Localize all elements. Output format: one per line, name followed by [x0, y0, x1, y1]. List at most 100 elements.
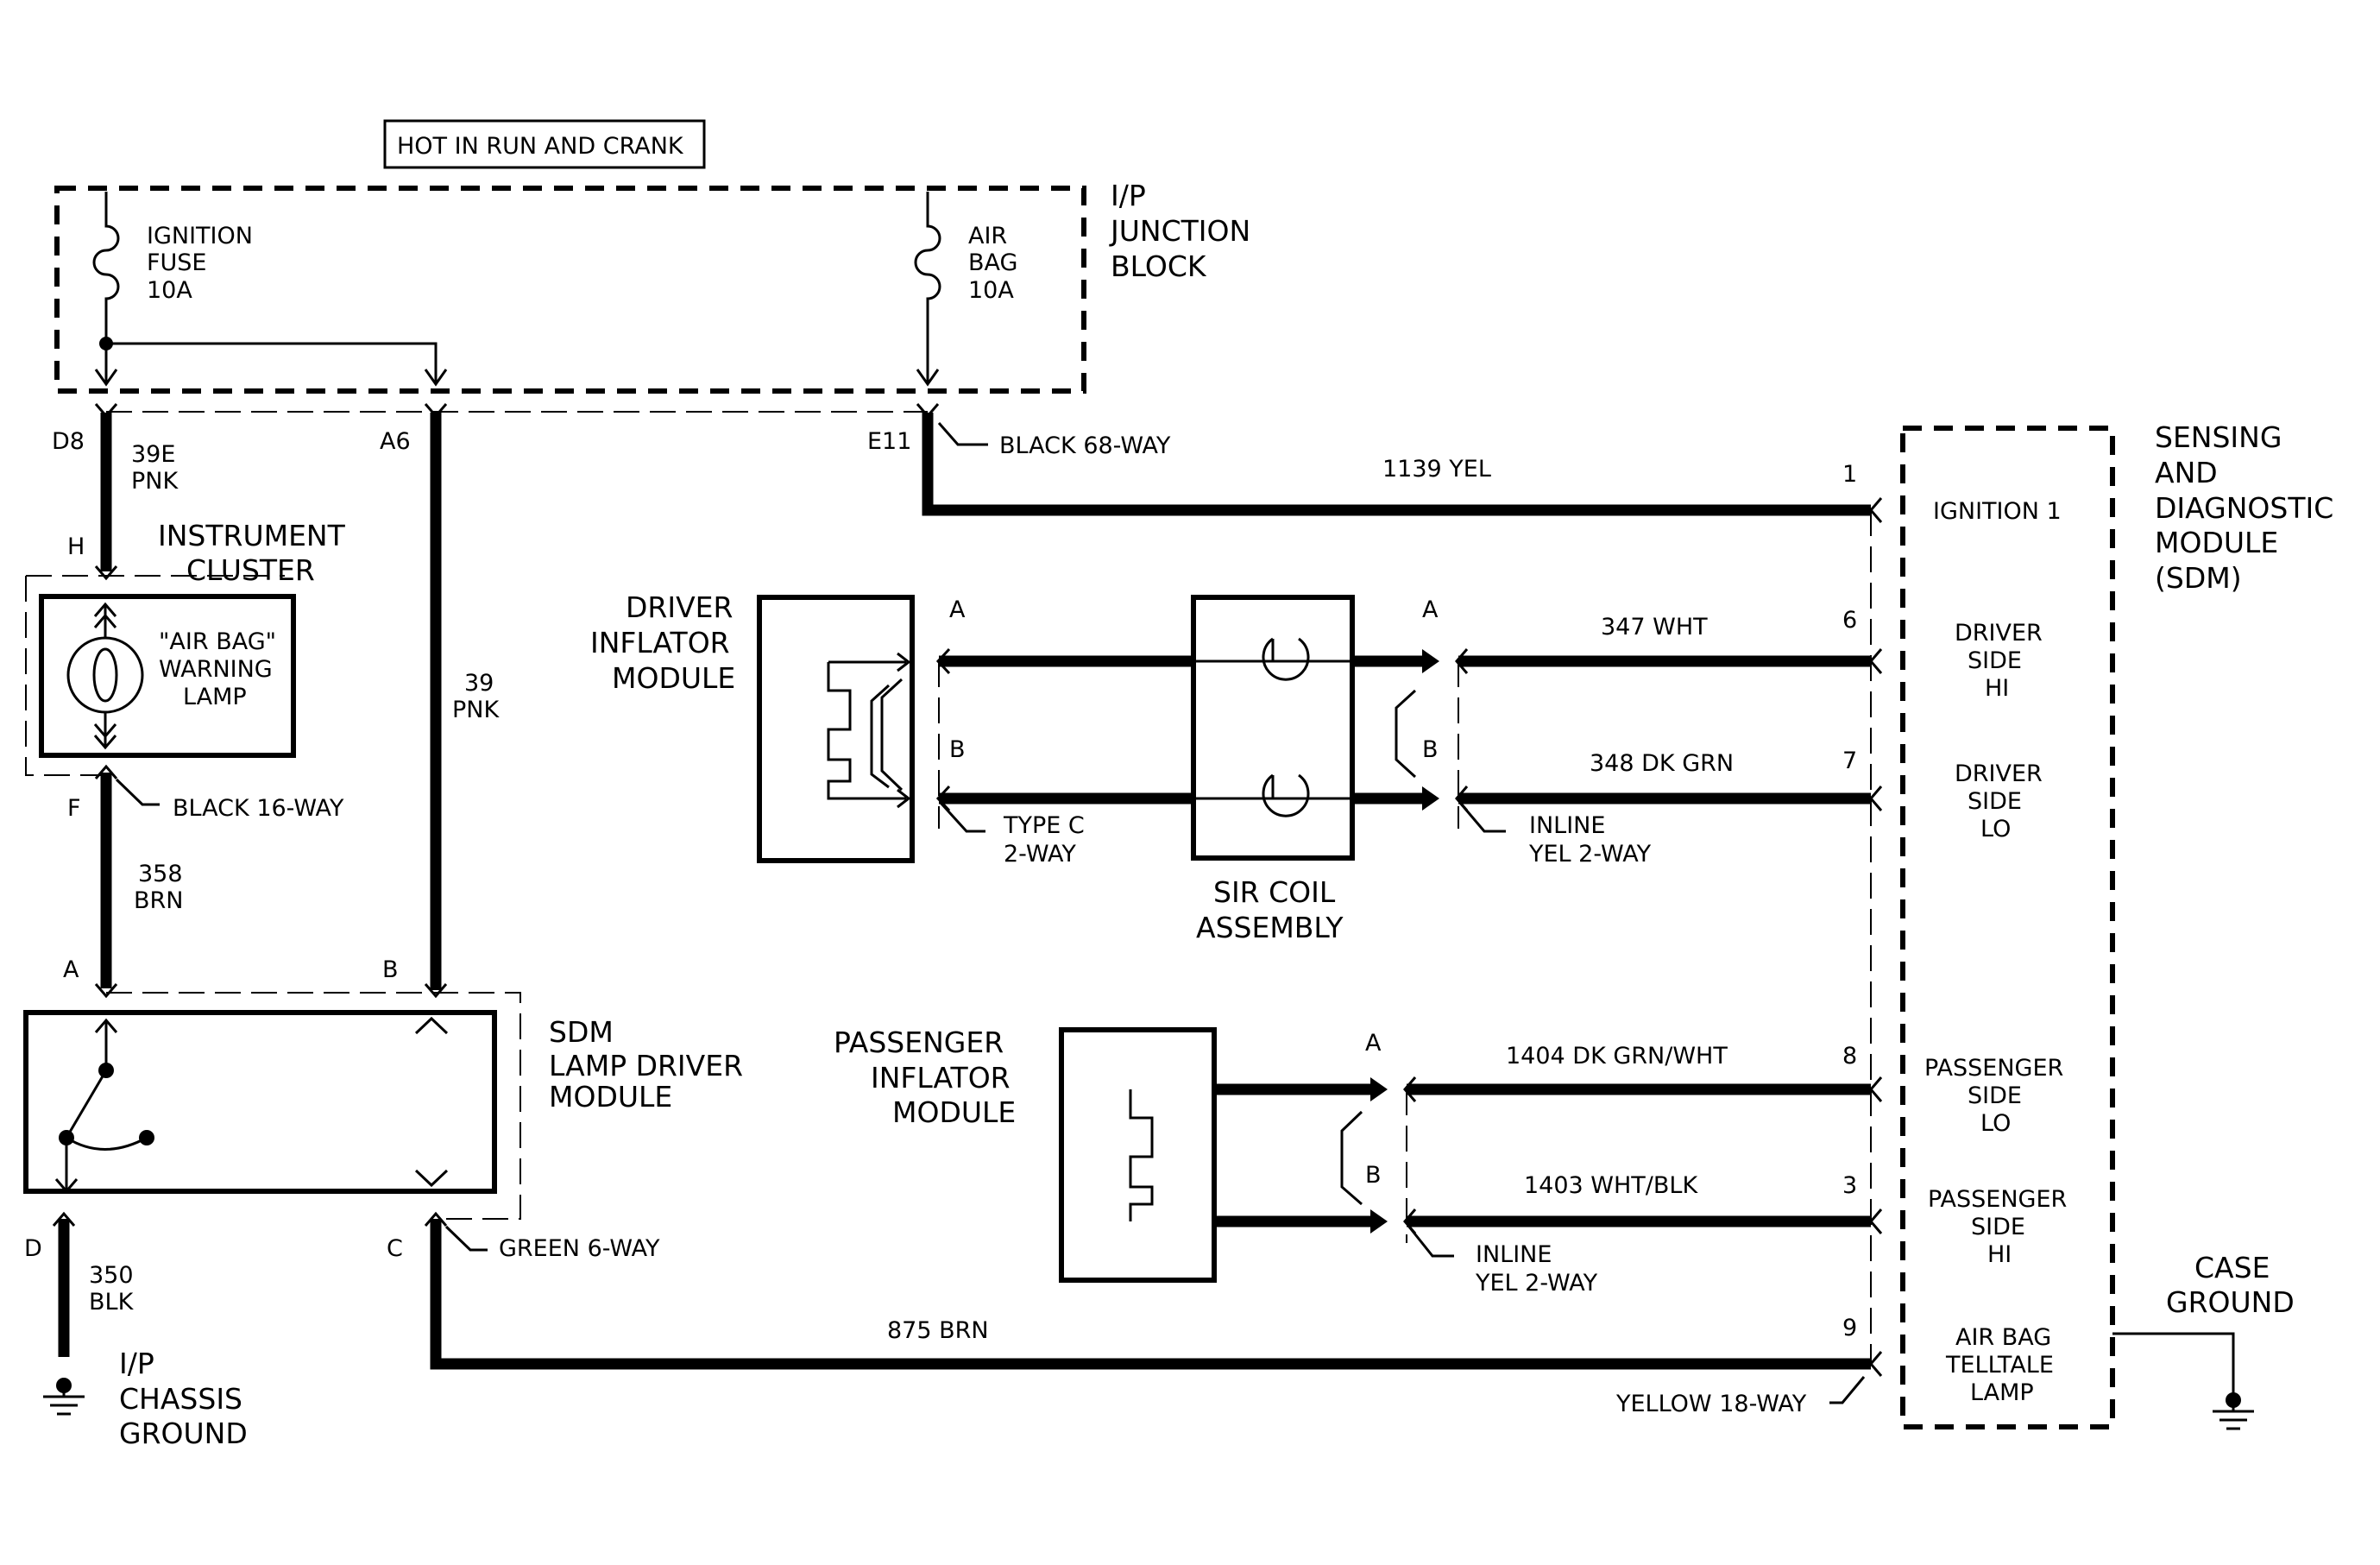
svg-text:INFLATOR: INFLATOR: [590, 626, 730, 659]
airbag-fuse-label: AIR BAG 10A: [968, 223, 1017, 304]
svg-text:PASSENGER: PASSENGER: [1924, 1055, 2063, 1082]
cluster-outline: [25, 575, 285, 776]
svg-text:39E: 39E: [131, 441, 175, 468]
sdm-title: SENSING AND DIAGNOSTIC MODULE (SDM): [2155, 420, 2333, 595]
wire-875-label: 875 BRN: [887, 1317, 989, 1344]
svg-text:BLOCK: BLOCK: [1111, 249, 1207, 283]
svg-text:9: 9: [1842, 1315, 1857, 1341]
svg-text:SIDE: SIDE: [1968, 647, 2022, 674]
wire-39-label: 39 PNK: [452, 670, 500, 723]
junction-block-outline: [54, 186, 1086, 394]
black-16way-label: BLACK 16-WAY: [173, 795, 344, 822]
svg-text:HI: HI: [1985, 675, 2009, 702]
sir-coil-title: SIR COIL ASSEMBLY: [1196, 875, 1344, 944]
pin-h: H: [67, 533, 85, 560]
lamp-driver-top-pins: [94, 983, 448, 999]
svg-text:350: 350: [89, 1262, 134, 1289]
pin-b-coil: B: [1422, 736, 1439, 763]
svg-text:3: 3: [1842, 1172, 1857, 1199]
case-ground-label: CASE GROUND: [2166, 1251, 2295, 1319]
svg-text:DRIVER: DRIVER: [626, 590, 733, 624]
svg-text:CHASSIS: CHASSIS: [119, 1382, 242, 1416]
svg-text:FUSE: FUSE: [147, 249, 207, 276]
chassis-ground-label: I/P CHASSIS GROUND: [119, 1347, 248, 1450]
svg-text:BRN: BRN: [134, 887, 183, 914]
svg-text:I/P: I/P: [1111, 179, 1146, 212]
yellow-18way-leader: [1829, 1376, 1866, 1404]
driver-inflator-box: [757, 595, 915, 863]
black-68way-leader: [937, 422, 988, 446]
svg-text:BAG: BAG: [968, 249, 1017, 276]
svg-text:SIR COIL: SIR COIL: [1213, 875, 1336, 909]
chassis-ground-icon: [43, 1378, 85, 1416]
svg-text:7: 7: [1842, 748, 1857, 774]
case-ground-wire: [2112, 1332, 2235, 1394]
svg-text:6: 6: [1842, 607, 1857, 634]
sdm-outline: [1900, 426, 2115, 1429]
svg-text:HI: HI: [1987, 1241, 2012, 1268]
pin-e11: E11: [867, 428, 911, 455]
svg-text:TYPE C: TYPE C: [1003, 812, 1085, 839]
passenger-out-arrows: [1340, 1077, 1388, 1234]
pin-a6: A6: [380, 428, 411, 455]
yellow-18way-label: YELLOW 18-WAY: [1615, 1391, 1807, 1417]
svg-text:PASSENGER: PASSENGER: [834, 1025, 1004, 1059]
sdm-driver-hi-label: DRIVER SIDE HI: [1955, 620, 2043, 702]
pin-d8: D8: [52, 428, 85, 455]
svg-text:BLK: BLK: [89, 1289, 135, 1316]
cluster-pin-f: [94, 764, 118, 779]
passenger-inflator-box: [1059, 1027, 1217, 1283]
pin-a-passenger: A: [1365, 1030, 1382, 1057]
svg-text:YEL 2-WAY: YEL 2-WAY: [1528, 841, 1652, 868]
svg-text:JUNCTION: JUNCTION: [1109, 214, 1250, 248]
pin-c-lamp-driver: C: [387, 1235, 403, 1262]
svg-text:LO: LO: [1980, 1110, 2011, 1137]
wire-1403-label: 1403 WHT/BLK: [1524, 1172, 1698, 1199]
driver-inline-label: INLINE YEL 2-WAY: [1528, 812, 1652, 868]
junction-block-title: I/P JUNCTION BLOCK: [1109, 179, 1250, 283]
svg-text:GROUND: GROUND: [119, 1417, 248, 1450]
passenger-inline-label: INLINE YEL 2-WAY: [1475, 1241, 1598, 1297]
driver-inline-leader: [1458, 802, 1506, 833]
warning-lamp-icon: [66, 602, 144, 750]
sdm-pin-numbers: 1 6 7 8 3 9: [1842, 461, 1857, 1341]
driver-inflator-connector-icon: [827, 652, 911, 809]
svg-text:SENSING: SENSING: [2155, 420, 2282, 454]
warning-lamp-label: "AIR BAG" WARNING LAMP: [159, 628, 276, 710]
svg-text:PNK: PNK: [131, 468, 179, 495]
svg-text:INLINE: INLINE: [1476, 1241, 1552, 1268]
airbag-fuse-icon: [914, 192, 941, 387]
svg-text:MODULE: MODULE: [892, 1095, 1016, 1129]
svg-text:CLUSTER: CLUSTER: [186, 553, 315, 587]
svg-text:PNK: PNK: [452, 697, 500, 723]
ignition-fuse-label: IGNITION FUSE 10A: [147, 223, 253, 304]
svg-text:LAMP DRIVER: LAMP DRIVER: [549, 1049, 743, 1082]
wire-358-label: 358 BRN: [134, 861, 183, 914]
junction-pins: [94, 403, 940, 419]
svg-text:SIDE: SIDE: [1968, 788, 2022, 815]
sir-coil-icon: [1193, 637, 1352, 817]
lamp-driver-box: [23, 1010, 497, 1194]
passenger-inflator-connector-icon: [1129, 1089, 1154, 1221]
hot-in-run-box: [383, 119, 706, 169]
type-c-label: TYPE C 2-WAY: [1003, 812, 1085, 868]
svg-text:DIAGNOSTIC: DIAGNOSTIC: [2155, 491, 2333, 525]
wire-875: [430, 1219, 1871, 1370]
svg-text:8: 8: [1842, 1043, 1857, 1070]
svg-text:I/P: I/P: [119, 1347, 154, 1380]
svg-text:SIDE: SIDE: [1968, 1082, 2022, 1109]
svg-text:LAMP: LAMP: [1970, 1379, 2034, 1406]
pin-b-passenger: B: [1365, 1162, 1382, 1189]
svg-text:INLINE: INLINE: [1529, 812, 1605, 839]
svg-text:10A: 10A: [147, 277, 192, 304]
pin-a-lamp-driver: A: [63, 956, 79, 983]
svg-text:PASSENGER: PASSENGER: [1928, 1186, 2067, 1213]
svg-text:AIR BAG: AIR BAG: [1955, 1324, 2051, 1351]
svg-text:DRIVER: DRIVER: [1955, 620, 2043, 647]
black-68way-label: BLACK 68-WAY: [999, 432, 1171, 459]
hot-in-run-label: HOT IN RUN AND CRANK: [397, 133, 684, 160]
sdm-pin-markers: [1869, 497, 1883, 1377]
wire-1139-label: 1139 YEL: [1382, 456, 1491, 483]
ignition-fuse-icon: [92, 192, 448, 387]
